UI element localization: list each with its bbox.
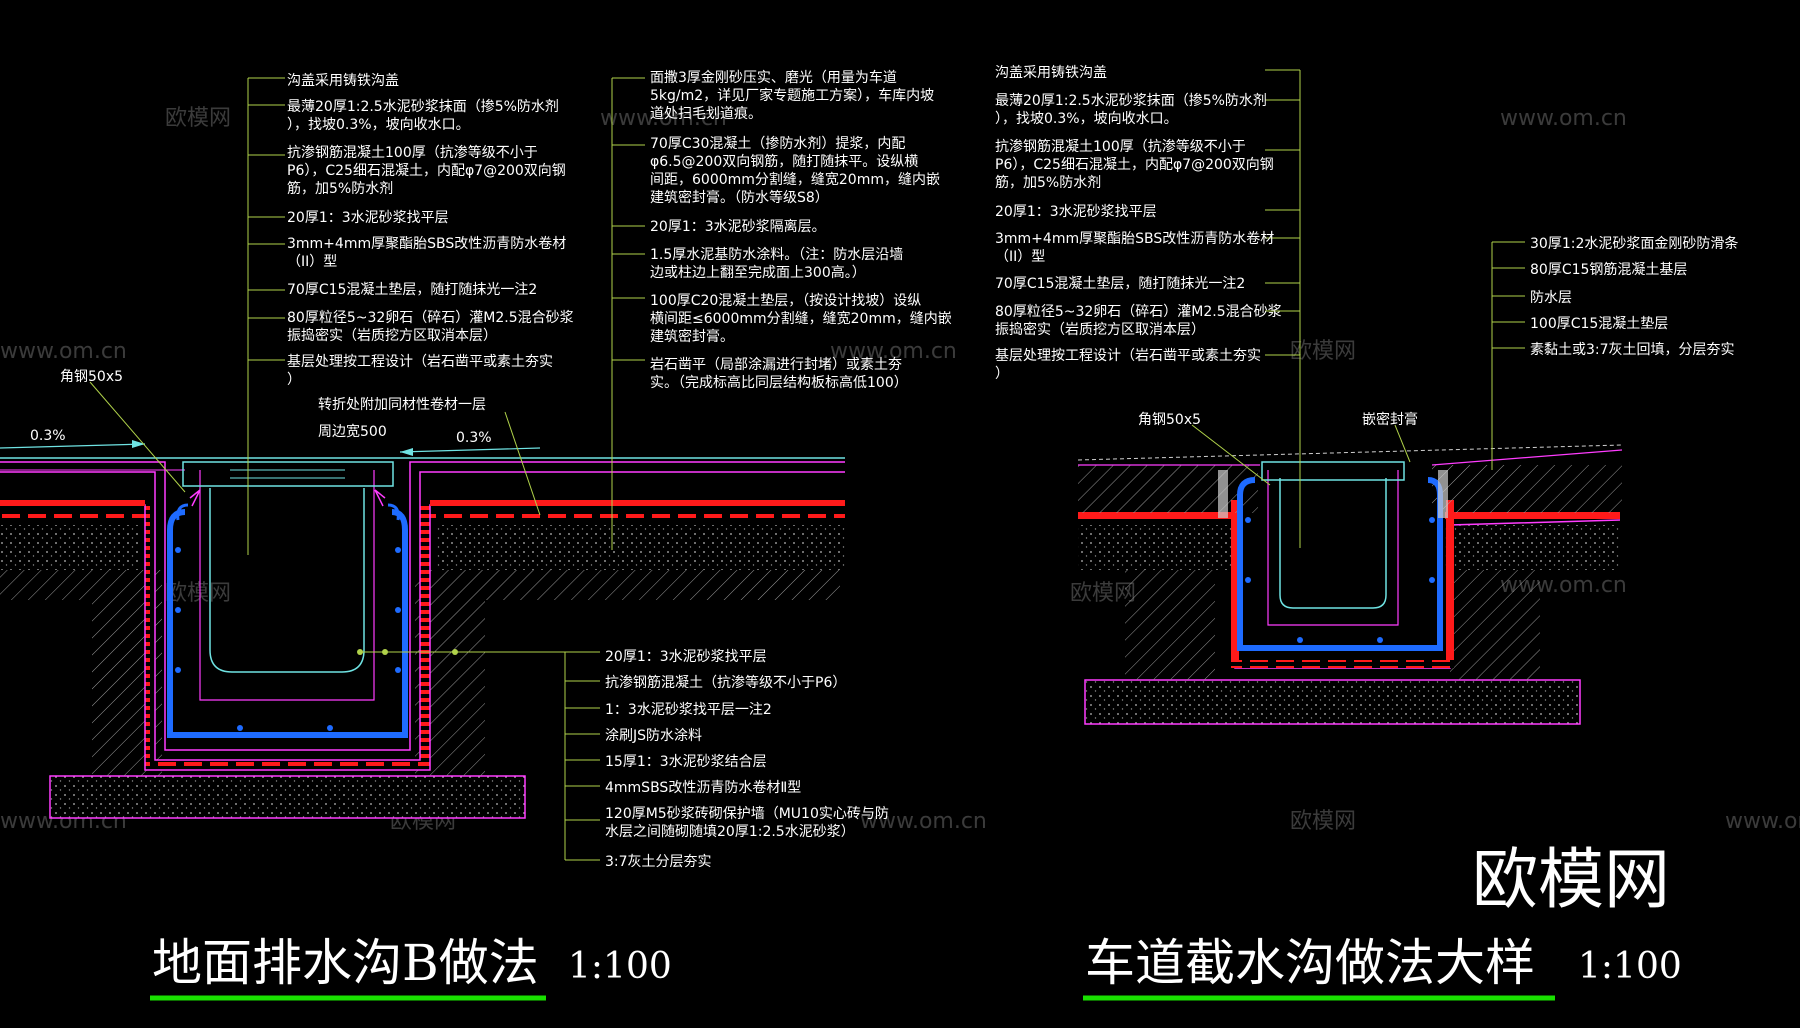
- label: 最薄20厚1:2.5水泥砂浆抹面（掺5%防水剂: [287, 98, 559, 115]
- right-leaders: [1191, 69, 1525, 548]
- watermark-text: 欧模网: [1290, 809, 1356, 834]
- watermark-url: www.om.cn: [1500, 106, 1627, 131]
- label: 面撒3厚金刚砂压实、磨光（用量为车道: [650, 69, 897, 86]
- label: 间距，6000mm分割缝，缝宽20mm，缝内嵌: [650, 171, 940, 188]
- label: 1.5厚水泥基防水涂料。（注：防水层沿墙: [650, 246, 903, 263]
- label: 振捣密实（岩质挖方区取消本层）: [995, 321, 1205, 338]
- label: 70厚C15混凝土垫层，随打随抹光一注2: [287, 281, 537, 298]
- watermark-text: 欧模网: [1290, 339, 1356, 364]
- label: 4mmSBS改性沥青防水卷材Ⅱ型: [605, 780, 801, 796]
- slope-label-left: 0.3%: [30, 428, 66, 444]
- label: 80厚粒径5~32卵石（碎石）灌M2.5混合砂浆: [287, 310, 574, 326]
- left-labels: 沟盖采用铸铁沟盖 最薄20厚1:2.5水泥砂浆抹面（掺5%防水剂 ），找坡0.3…: [60, 69, 952, 870]
- drawing-scale: 1:100: [1578, 946, 1682, 987]
- label: 100厚C20混凝土垫层，（按设计找坡）设纵: [650, 293, 921, 309]
- label: 15厚1：3水泥砂浆结合层: [605, 754, 767, 770]
- grating-cover: [182, 461, 394, 487]
- label: 建筑密封膏。（防水等级S8）: [650, 189, 829, 206]
- watermark-url: www.om.cn: [860, 809, 987, 834]
- label: 3:7灰土分层夯实: [605, 854, 712, 870]
- label: 20厚1：3水泥砂浆找平层: [995, 204, 1157, 220]
- label: 3mm+4mm厚聚酯胎SBS改性沥青防水卷材: [995, 231, 1274, 247]
- left-leaders: [89, 77, 645, 861]
- watermark-url: www.om.cn: [1725, 809, 1800, 834]
- left-title-block: 地面排水沟B做法 1:100: [150, 934, 672, 1001]
- label: 5kg/m2，详见厂家专题施工方案），车库内坡: [650, 87, 934, 104]
- label: 120厚M5砂浆砖砌保护墙（MU10实心砖与防: [605, 806, 889, 822]
- membrane-bottom: [145, 760, 430, 770]
- drawing-title: 地面排水沟B做法: [152, 934, 539, 992]
- slope-label-right: 0.3%: [456, 430, 492, 446]
- label: ），找坡0.3%，坡向收水口。: [287, 117, 470, 133]
- label: 3mm+4mm厚聚酯胎SBS改性沥青防水卷材: [287, 236, 566, 252]
- label-angle-steel: 角钢50x5: [60, 369, 123, 385]
- label: 20厚1：3水泥砂浆找平层: [605, 649, 767, 665]
- drawing-title: 车道截水沟做法大样: [1085, 934, 1535, 992]
- label: 筋，加5%防水剂: [995, 174, 1101, 191]
- label: 沟盖采用铸铁沟盖: [287, 73, 399, 89]
- label: φ6.5@200双向钢筋，随打随抹平。设纵横: [650, 153, 918, 170]
- watermark-url: www.om.cn: [830, 339, 957, 364]
- label: 沟盖采用铸铁沟盖: [995, 65, 1107, 81]
- membrane-left: [145, 505, 155, 770]
- base-slab: [49, 775, 526, 819]
- label: 20厚1：3水泥砂浆隔离层。: [650, 218, 826, 235]
- label: 抗渗钢筋混凝土100厚（抗渗等级不小于: [287, 144, 538, 161]
- label: 边或柱边上翻至完成面上300高。）: [650, 264, 866, 281]
- label: 抗渗钢筋混凝土100厚（抗渗等级不小于: [995, 138, 1246, 155]
- label: 1：3水泥砂浆找平层一注2: [605, 702, 772, 718]
- brand-logo-text: 欧模网: [1472, 841, 1670, 918]
- label: （II）型: [995, 249, 1045, 265]
- label: 横间距≤6000mm分割缝，缝宽20mm，缝内嵌: [650, 310, 952, 327]
- label-corner-width: 周边宽500: [318, 423, 387, 440]
- label: ），找坡0.3%，坡向收水口。: [995, 111, 1178, 127]
- grating-cover: [1261, 461, 1405, 481]
- label: P6），C25细石混凝土，内配φ7@200双向钢: [995, 157, 1274, 173]
- drawing-scale: 1:100: [568, 946, 672, 987]
- watermark-text: 欧模网: [165, 581, 231, 606]
- label: 道处扫毛划道痕。: [650, 106, 762, 122]
- membrane-right: [420, 505, 430, 770]
- label: （II）型: [287, 254, 337, 270]
- right-title-block: 车道截水沟做法大样 1:100: [1083, 934, 1682, 1001]
- label-angle-steel: 角钢50x5: [1138, 412, 1201, 428]
- label: 筋，加5%防水剂: [287, 180, 393, 197]
- label: 最薄20厚1:2.5水泥砂浆抹面（掺5%防水剂: [995, 92, 1267, 109]
- label: 80厚粒径5~32卵石（碎石）灌M2.5混合砂浆: [995, 304, 1282, 320]
- label: 水层之间随砌随填20厚1:2.5水泥砂浆）: [605, 824, 855, 840]
- label: 岩石凿平（局部涂漏进行封堵）或素土夯: [650, 357, 902, 373]
- label: 100厚C15混凝土垫层: [1530, 316, 1668, 332]
- label: 20厚1：3水泥砂浆找平层: [287, 210, 449, 226]
- label: 素黏土或3:7灰土回填，分层夯实: [1530, 342, 1735, 358]
- label: 30厚1:2水泥砂浆面金刚砂防滑条: [1530, 235, 1738, 252]
- label: 防水层: [1530, 290, 1572, 306]
- label: 基层处理按工程设计（岩石凿平或素土夯实: [287, 353, 553, 370]
- label: P6），C25细石混凝土，内配φ7@200双向钢: [287, 163, 566, 179]
- watermark-url: www.om.cn: [0, 339, 127, 364]
- label-sealant: 嵌密封膏: [1362, 411, 1418, 428]
- label: ）: [995, 366, 1009, 382]
- label-corner-note: 转折处附加同材性卷材一层: [318, 397, 486, 413]
- label: ）: [287, 372, 301, 388]
- label: 实。（完成标高比同层结构板标高低100）: [650, 374, 908, 391]
- label: 70厚C30混凝土（掺防水剂）提浆，内配: [650, 135, 905, 152]
- label: 70厚C15混凝土垫层，随打随抹光一注2: [995, 275, 1245, 292]
- label: 抗渗钢筋混凝土（抗渗等级不小于P6）: [605, 674, 846, 691]
- label: 振捣密实（岩质挖方区取消本层）: [287, 327, 497, 344]
- right-labels: 沟盖采用铸铁沟盖 最薄20厚1:2.5水泥砂浆抹面（掺5%防水剂 ），找坡0.3…: [995, 65, 1738, 428]
- label: 建筑密封膏。: [650, 328, 734, 345]
- watermark-text: 欧模网: [165, 106, 231, 131]
- label: 基层处理按工程设计（岩石凿平或素土夯实: [995, 347, 1261, 364]
- label: 80厚C15钢筋混凝土基层: [1530, 261, 1687, 278]
- right-section-drawing: [1077, 69, 1623, 725]
- base-slab: [1084, 679, 1581, 725]
- left-section-drawing: 0.3% 0.3%: [0, 77, 845, 861]
- label: 涂刷JS防水涂料: [605, 728, 702, 744]
- watermark-url: www.om.cn: [600, 106, 727, 131]
